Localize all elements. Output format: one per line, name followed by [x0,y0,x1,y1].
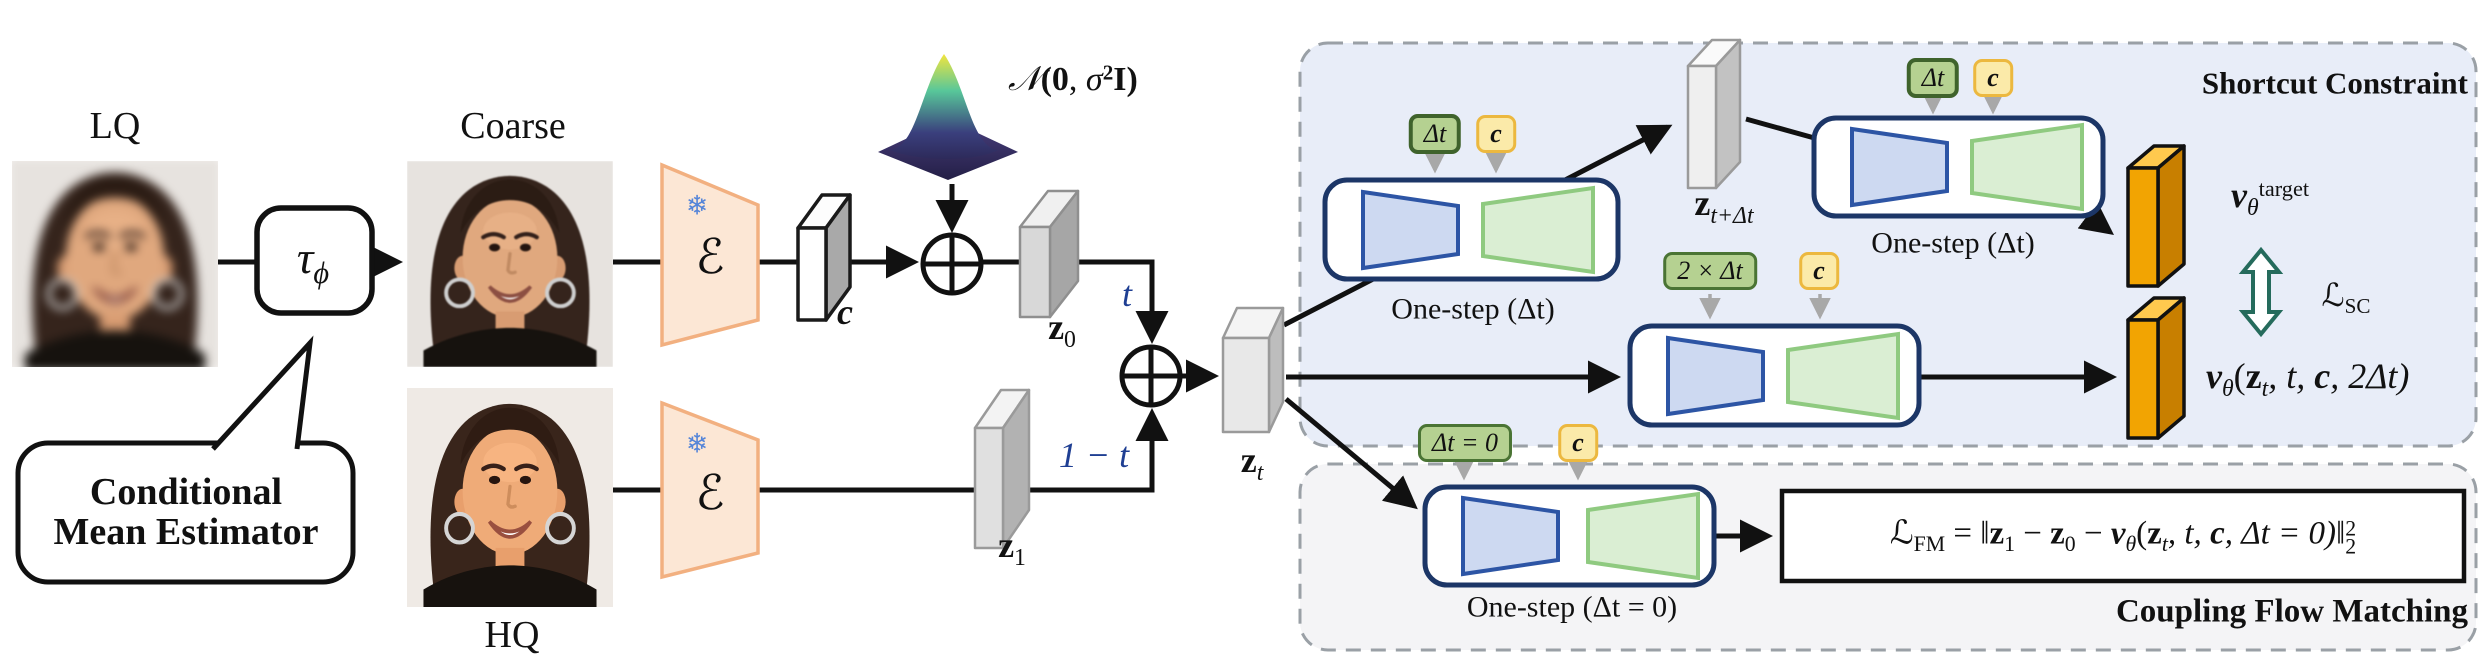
c-tag-4: c [1558,424,1598,462]
formula-box [1779,488,2467,584]
plus-circle-noise-icon [920,232,984,296]
dt-tag-2: Δt [1906,58,1960,98]
two-dt-module [1627,323,1922,428]
z0-label: z0 [1048,307,1076,353]
c-tag-1: c [1476,115,1516,153]
tag-arrows [1424,92,2004,481]
lq-label: LQ [89,105,141,148]
one-step-label-2: One-step (Δt) [1871,226,2035,260]
c-latent-label: c [837,292,853,333]
loss-sc-arrow-icon [2238,246,2284,338]
z1-label: z1 [998,525,1026,571]
two-dt-tag: 2 × Δt [1663,252,1757,290]
v-target-label: vθtarget [2231,175,2310,221]
speech-bubble [15,335,356,585]
z0-slab [1018,189,1080,319]
conditional-mean-estimator-label: Conditional Mean Estimator [53,471,319,553]
c-slab [796,193,852,322]
hq-label: HQ [484,614,540,657]
zt-slab [1221,306,1285,434]
z1-slab [973,388,1031,550]
one-step-dt0-label: One-step (Δt = 0) [1466,590,1678,624]
one-step-module-1 [1322,177,1621,282]
tau-box [254,205,375,316]
encoder-top [660,162,760,348]
coarse-label: Coarse [460,105,566,148]
one-step-label-1: One-step (Δt) [1391,292,1555,326]
dt-tag-1: Δt [1408,114,1462,154]
one-minus-t-weight-label: 1 − t [1058,435,1130,476]
encoder-symbol-top: ℰ [695,229,725,285]
zt-label: zt [1240,440,1264,486]
one-step-module-2 [1811,115,2106,219]
zt-plus-dt-label: zt+Δt [1694,183,1754,229]
snowflake-icon-bottom: ❄ [685,428,709,460]
plus-circle-mix-icon [1119,344,1183,408]
coupling-flow-matching-title: Coupling Flow Matching [2115,593,2468,630]
coarse-face-image [407,161,613,367]
v-target-slab [2126,144,2186,288]
lq-face-image [8,157,222,371]
snowflake-icon-top: ❄ [685,190,709,222]
v-output-slab [2126,296,2186,440]
c-tag-3: c [1799,252,1839,290]
encoder-bottom [660,400,760,580]
hq-face-image [407,388,613,607]
dt0-tag: Δt = 0 [1417,424,1513,462]
one-step-dt0-module [1422,484,1717,588]
noise-distribution-label: 𝒩(0, σ2I) [1008,59,1138,100]
gaussian-noise-icon [878,54,1018,180]
encoder-symbol-bottom: ℰ [695,465,725,521]
c-tag-2: c [1973,59,2013,97]
zt-plus-dt-slab [1686,38,1742,190]
loss-sc-label: ℒSC [2321,276,2371,319]
v-output-label: vθ(zt, t, c, 2Δt) [2206,356,2410,402]
tau-phi-label: τϕ [296,231,330,290]
t-weight-label: t [1121,274,1133,315]
shortcut-constraint-title: Shortcut Constraint [2201,65,2468,101]
